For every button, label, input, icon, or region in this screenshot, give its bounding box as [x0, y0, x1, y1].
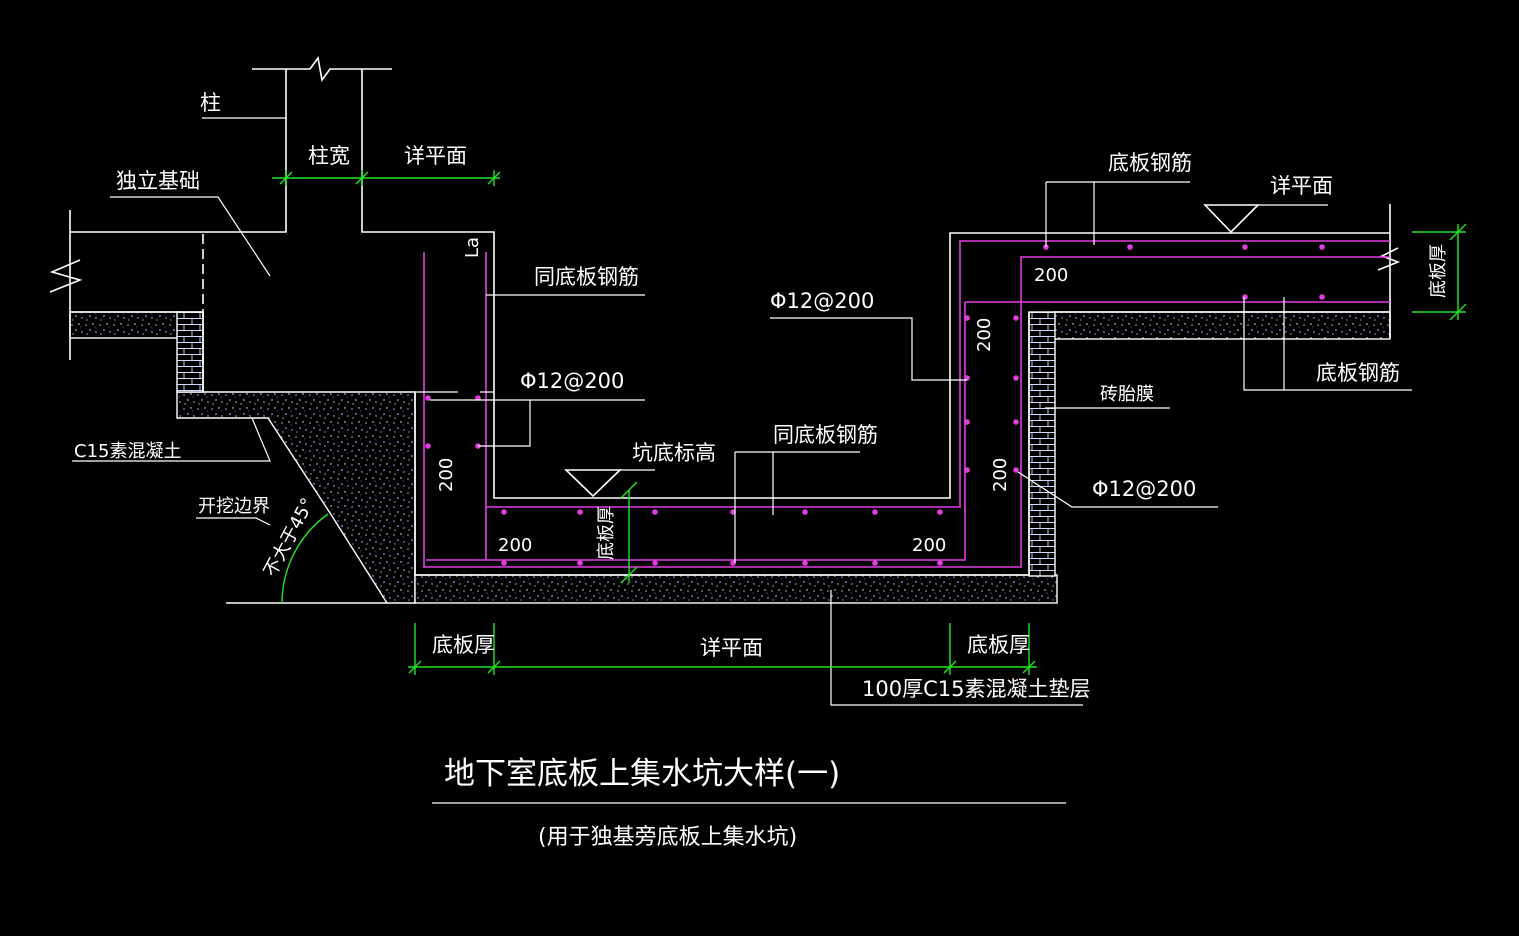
dim-200-right-lower: 200: [990, 458, 1011, 492]
label-excavation-boundary: 开挖边界: [198, 496, 270, 517]
label-phi12-right: Φ12@200: [1092, 477, 1196, 501]
label-phi12-middle: Φ12@200: [770, 289, 874, 313]
dim-200-top-right: 200: [1034, 265, 1068, 286]
label-bottom-see-plan: 详平面: [700, 636, 763, 660]
cushion-layer-right: [1053, 311, 1391, 340]
label-c15-concrete: C15素混凝土: [74, 441, 181, 462]
drawing-title: 地下室底板上集水坑大样(一): [444, 756, 840, 792]
cushion-layer-bottom: [414, 574, 1058, 604]
dim-200-left-vertical: 200: [436, 458, 457, 492]
label-see-plan-right: 详平面: [1270, 174, 1333, 198]
concrete-fill: [69, 311, 1391, 604]
label-pit-bottom-elevation: 坑底标高: [632, 441, 716, 465]
label-see-plan-top: 详平面: [404, 144, 467, 168]
label-slab-thickness-right: 底板厚: [1428, 244, 1449, 298]
dim-200-right-upper: 200: [974, 318, 995, 352]
label-column: 柱: [200, 91, 221, 115]
label-isolated-footing: 独立基础: [116, 169, 200, 193]
dim-200-bottom-right: 200: [912, 535, 946, 556]
brick-membrane-right: [1028, 311, 1056, 577]
rebar-lines: [423, 240, 1390, 568]
label-same-as-slab-rebar-2: 同底板钢筋: [773, 423, 878, 447]
label-phi12-left: Φ12@200: [520, 369, 624, 393]
elevation-triangle-slab: [1203, 204, 1260, 234]
label-column-width: 柱宽: [308, 144, 350, 168]
label-slab-rebar-top: 底板钢筋: [1108, 151, 1192, 175]
label-brick-membrane: 砖胎膜: [1100, 384, 1154, 405]
cushion-layer-left: [69, 311, 181, 339]
label-same-as-slab-rebar-1: 同底板钢筋: [534, 265, 639, 289]
label-cushion-layer: 100厚C15素混凝土垫层: [862, 677, 1090, 701]
label-slab-thickness-pit: 底板厚: [596, 506, 617, 560]
elevation-triangle-pit: [564, 469, 622, 498]
label-la: La: [462, 237, 483, 258]
label-slab-rebar-right: 底板钢筋: [1316, 361, 1400, 385]
rebar-dots: [425, 244, 1325, 566]
dim-200-bottom-left: 200: [498, 535, 532, 556]
drawing-subtitle: (用于独基旁底板上集水坑): [538, 825, 797, 850]
structure-outline: [49, 56, 1401, 604]
dimension-lines: [272, 170, 1467, 675]
leader-lines: [72, 117, 1412, 804]
label-bottom-slab-thickness-right: 底板厚: [967, 633, 1030, 657]
brick-membrane-left: [176, 311, 204, 393]
label-bottom-slab-thickness-left: 底板厚: [432, 633, 495, 657]
